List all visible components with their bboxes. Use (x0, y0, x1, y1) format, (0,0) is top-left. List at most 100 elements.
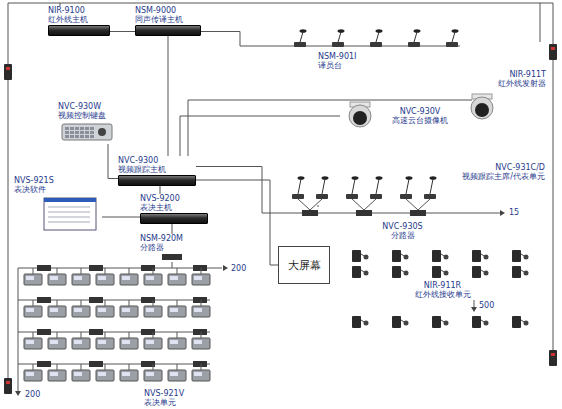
microphone-head (406, 176, 413, 180)
drop (81, 364, 82, 370)
earphone (524, 271, 529, 276)
splitter (37, 361, 51, 367)
voting-unit (120, 370, 138, 381)
connector (172, 262, 173, 264)
splitter (193, 265, 207, 271)
earphone (444, 321, 449, 326)
host-unit: NIR-9100红外线主机 (48, 6, 110, 36)
unit-screen (50, 340, 58, 344)
key (90, 131, 94, 134)
drop (201, 364, 202, 370)
key (75, 131, 79, 134)
node-text: 红外线主机 (48, 15, 110, 24)
microphone-base (332, 42, 344, 47)
connector (110, 31, 135, 32)
connector (60, 3, 540, 42)
node-text: NIR-911T (509, 70, 546, 79)
unit-screen (122, 276, 130, 280)
unit-screen (170, 340, 178, 344)
key (65, 127, 69, 130)
node-text: 大屏幕 (288, 259, 321, 272)
microphone-neck (352, 179, 355, 194)
drop (298, 199, 310, 210)
voting-unit (48, 306, 66, 317)
unit-screen (170, 276, 178, 280)
window-row (48, 217, 90, 218)
microphone-neck (406, 179, 409, 194)
drop (310, 199, 322, 210)
connector (180, 116, 340, 156)
ir-transmitter (4, 378, 12, 394)
drop (201, 268, 202, 274)
unit-screen (170, 372, 178, 376)
callout-number: 200 (24, 390, 41, 399)
earphone (444, 255, 449, 260)
microphone-neck (298, 179, 301, 194)
unit-screen (146, 372, 154, 376)
connector (168, 36, 169, 156)
voting-unit (192, 370, 210, 381)
key (80, 131, 84, 134)
microphone-neck (376, 179, 379, 194)
node-text: 视频跟踪主机 (118, 165, 196, 174)
microphone-neck (414, 32, 417, 42)
node-text: NVS-921S (14, 176, 54, 185)
unit-screen (194, 340, 202, 344)
node-text: NVC-930S (382, 222, 422, 231)
wire (8, 3, 9, 64)
camera-housing (349, 105, 371, 127)
earphone-cord (401, 254, 404, 256)
splitter-group: NVC-930S分路器 (300, 207, 505, 240)
splitter (37, 265, 51, 271)
node-text: NIR-911R (424, 281, 461, 290)
keyboard-unit: NVC-930W视频控制键盘 (58, 102, 130, 144)
key (80, 135, 84, 138)
node-text: 高速云台摄像机 (392, 116, 448, 125)
drop (57, 332, 58, 338)
earphone-cord (441, 270, 444, 272)
node-text: NSM-901I (318, 52, 356, 61)
voting-unit (72, 306, 90, 317)
splitter (89, 329, 103, 335)
window-row (48, 207, 90, 208)
microphone-head (322, 176, 329, 180)
node-text: NIR-9100 (48, 6, 110, 15)
voting-unit (48, 370, 66, 381)
splitter (356, 210, 372, 216)
earphone-cord (481, 270, 484, 272)
voting-unit (144, 306, 162, 317)
connector (108, 144, 118, 179)
arrow-head (471, 307, 477, 312)
drop (153, 300, 154, 306)
voting-unit (72, 274, 90, 285)
node-text: 表决软件 (14, 185, 46, 194)
voting-unit (192, 338, 210, 349)
voting-unit (144, 274, 162, 285)
unit-screen (74, 276, 82, 280)
connector (172, 224, 173, 234)
drop (81, 300, 82, 306)
voting-unit (96, 338, 114, 349)
camera-group: NVC-930V高速云台摄像机 (340, 90, 500, 142)
microphone-base (294, 42, 306, 47)
ir-receiver (472, 250, 481, 262)
callout-number: 500 (478, 301, 495, 310)
drop (57, 268, 58, 274)
microphone-head (376, 29, 383, 33)
connector (196, 167, 300, 214)
node-text: NVC-930W (58, 102, 101, 111)
earphone (484, 321, 489, 326)
rack-device (135, 25, 201, 36)
node-text: NSM-920M (140, 234, 183, 243)
wire (553, 60, 554, 350)
mic-group: NVC-931C/D视频跟踪主席/代表单元 (285, 163, 545, 205)
earphone (364, 321, 369, 326)
node-text: NVC-931C/D (495, 163, 545, 172)
voting-unit (168, 274, 186, 285)
unit-screen (122, 340, 130, 344)
node-text: 红外线接收单元 (415, 290, 471, 299)
unit-screen (194, 308, 202, 312)
microphone-neck (300, 32, 303, 42)
key (70, 135, 74, 138)
drop (33, 332, 34, 338)
